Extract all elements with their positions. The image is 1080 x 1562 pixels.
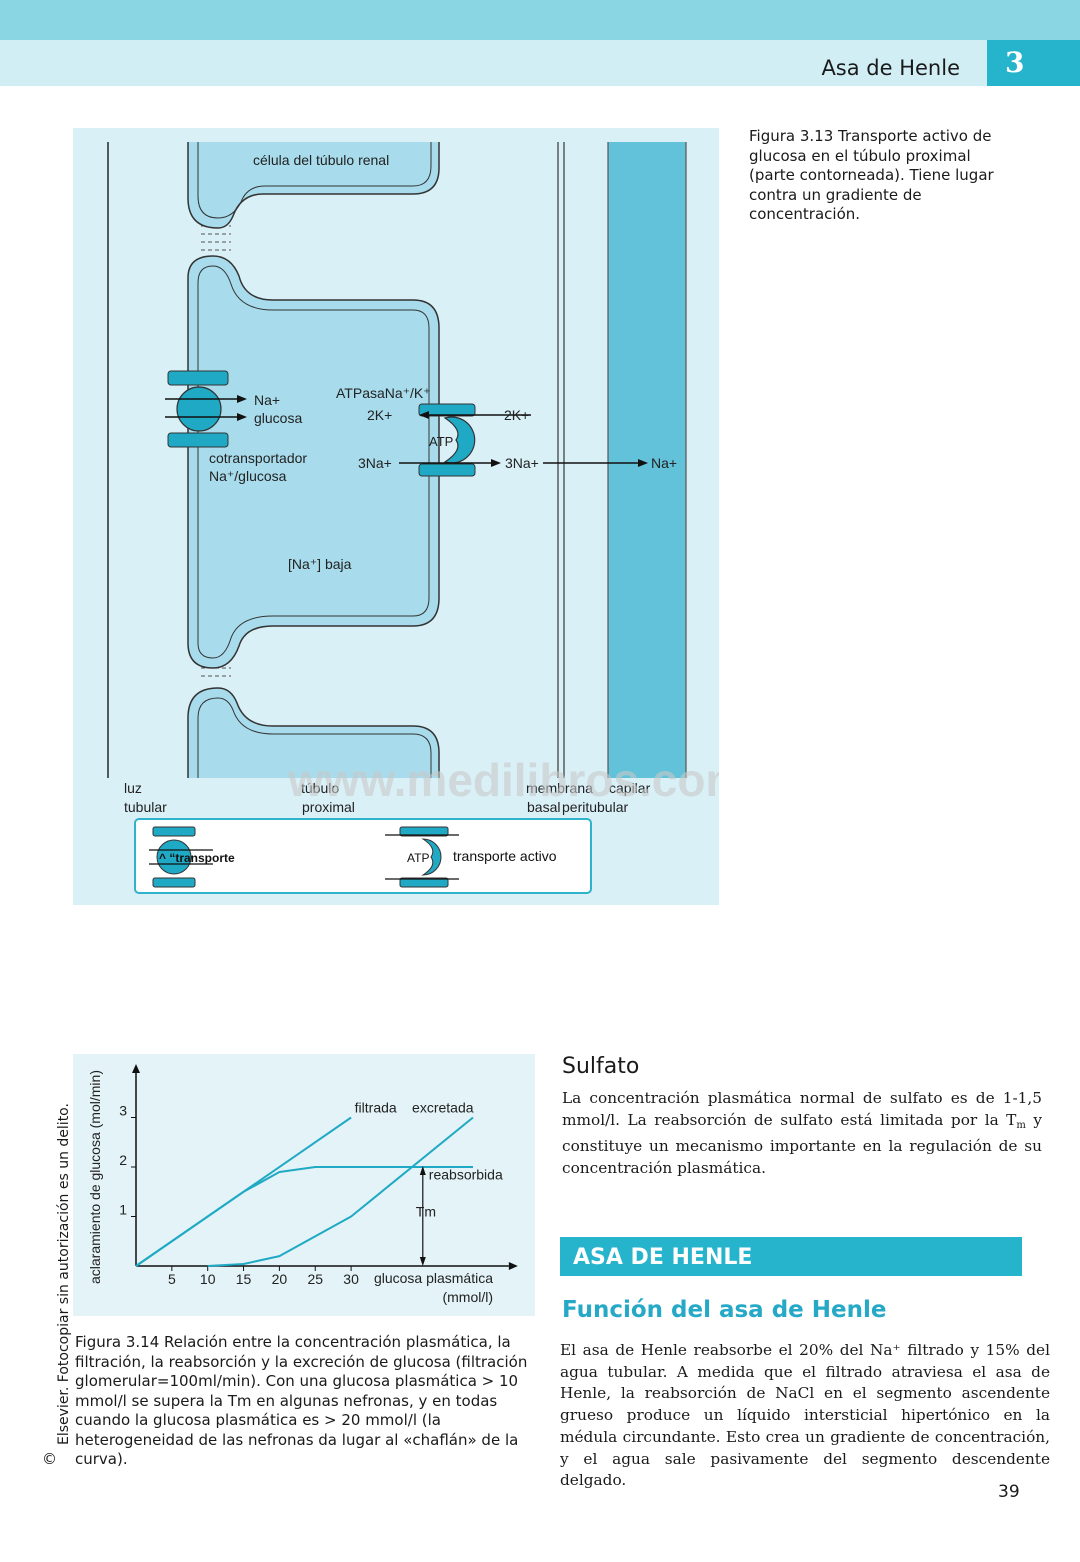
- legend-cotransporter-icon: [149, 826, 213, 888]
- tm-arrow-head-top: [419, 1165, 426, 1175]
- section-heading: Función del asa de Henle: [562, 1297, 887, 1323]
- sulfato-paragraph: La concentración plasmática normal de su…: [562, 1089, 1042, 1178]
- x-tick-label: 25: [307, 1271, 323, 1287]
- label-excreted: excretada: [412, 1100, 474, 1116]
- cotransporter-label-2: Na⁺/glucosa: [209, 468, 287, 484]
- x-tick-label: 20: [272, 1271, 288, 1287]
- atpase-pump-icon: [399, 403, 648, 477]
- cotransporter-label: cotransportador: [209, 450, 307, 466]
- na-label: Na+: [254, 392, 280, 408]
- section-paragraph: El asa de Henle reabsorbe el 20% del Na⁺…: [560, 1341, 1050, 1490]
- x-tick-label: 15: [236, 1271, 252, 1287]
- cotransporter-icon: [165, 370, 247, 448]
- lower-cell: [187, 687, 440, 778]
- series-reabsorbida: [135, 1166, 473, 1267]
- legend-transport-label: ^ “transporte: [159, 851, 235, 865]
- watermark: www.medilibros.com: [287, 754, 719, 806]
- lumen-label-2: tubular: [124, 799, 167, 815]
- header-band: [0, 40, 1080, 86]
- legend-active-label: transporte activo: [453, 848, 557, 864]
- x-axis-label: glucosa plasmática: [374, 1270, 493, 1286]
- na-low-label: [Na⁺] baja: [288, 556, 352, 572]
- x-axis-unit: (mmol/l): [442, 1289, 493, 1305]
- glucose-clearance-chart: 5 10 15 20 25 30 1 2 3 glucosa plasmática (mmol/l)…: [87, 1064, 518, 1305]
- label-tm: Tm: [416, 1204, 436, 1220]
- glucose-label: glucosa: [254, 410, 302, 426]
- figure-3-14-caption: Figura 3.14 Relación entre la concentrac…: [75, 1333, 528, 1468]
- top-color-bar: [0, 0, 1080, 40]
- capillary-wall: [608, 142, 686, 778]
- tm-arrow-head-bottom: [419, 1257, 426, 1266]
- legend-atp-label: ATP: [407, 851, 429, 865]
- running-head: Asa de Henle: [821, 56, 960, 80]
- series-excretada: [207, 1116, 474, 1267]
- side-note: Elsevier. Fotocopiar sin autorización es…: [56, 1103, 72, 1445]
- figure-3-14: 5 10 15 20 25 30 1 2 3 glucosa plasmática (mmol/l)…: [73, 1054, 535, 1316]
- capillary-label-1: capilar: [609, 780, 651, 796]
- proximal-label-1: túbulo: [301, 780, 339, 796]
- atpase-label: ATPasaNa⁺/K⁺: [336, 385, 431, 401]
- cell-label: célula del túbulo renal: [253, 152, 389, 168]
- legend-box: [134, 818, 592, 894]
- na-left-label: 3Na+: [358, 455, 392, 471]
- sulfato-heading: Sulfato: [562, 1054, 640, 1079]
- y-tick-label: 2: [119, 1152, 127, 1168]
- na-right-label: 3Na+: [505, 455, 539, 471]
- chapter-number: 3: [987, 40, 1080, 86]
- legend-atp-icon: [385, 826, 459, 888]
- label-filtered: filtrada: [355, 1100, 397, 1116]
- glucose-transport-diagram: célula del túbulo renal Na+ glucosa cotr…: [107, 142, 719, 894]
- y-axis-label: aclaramiento de glucosa (mol/min): [87, 1070, 103, 1284]
- figure-3-13-caption: Figura 3.13 Transporte activo de glucosa…: [749, 127, 994, 223]
- y-tick-label: 1: [119, 1202, 127, 1218]
- atp-label: ATP: [429, 434, 453, 449]
- lumen-label-1: luz: [124, 780, 142, 796]
- y-tick-label: 3: [119, 1103, 127, 1119]
- k-right-label: 2K+: [504, 407, 529, 423]
- copyright-mark: ©: [42, 1450, 57, 1468]
- proximal-tubule-cell: [187, 255, 440, 669]
- k-left-label: 2K+: [367, 407, 392, 423]
- capillary-label-2: peritubular: [562, 799, 628, 815]
- x-tick-label: 10: [200, 1271, 216, 1287]
- membrane-label-2: basal: [527, 799, 560, 815]
- section-band: ASA DE HENLE: [560, 1237, 1022, 1276]
- upper-cell: [187, 142, 440, 229]
- na-capillary-label: Na+: [651, 455, 677, 471]
- label-reabsorbed: reabsorbida: [429, 1166, 503, 1182]
- x-tick-label: 5: [168, 1271, 176, 1287]
- x-axis-arrow: [508, 1262, 518, 1270]
- proximal-label-2: proximal: [302, 799, 355, 815]
- x-tick-label: 30: [343, 1271, 359, 1287]
- figure-3-13: célula del túbulo renal Na+ glucosa cotr…: [73, 128, 719, 905]
- y-axis-arrow: [132, 1064, 140, 1073]
- membrane-label-1: membrana: [526, 780, 593, 796]
- page-number: 39: [998, 1482, 1020, 1502]
